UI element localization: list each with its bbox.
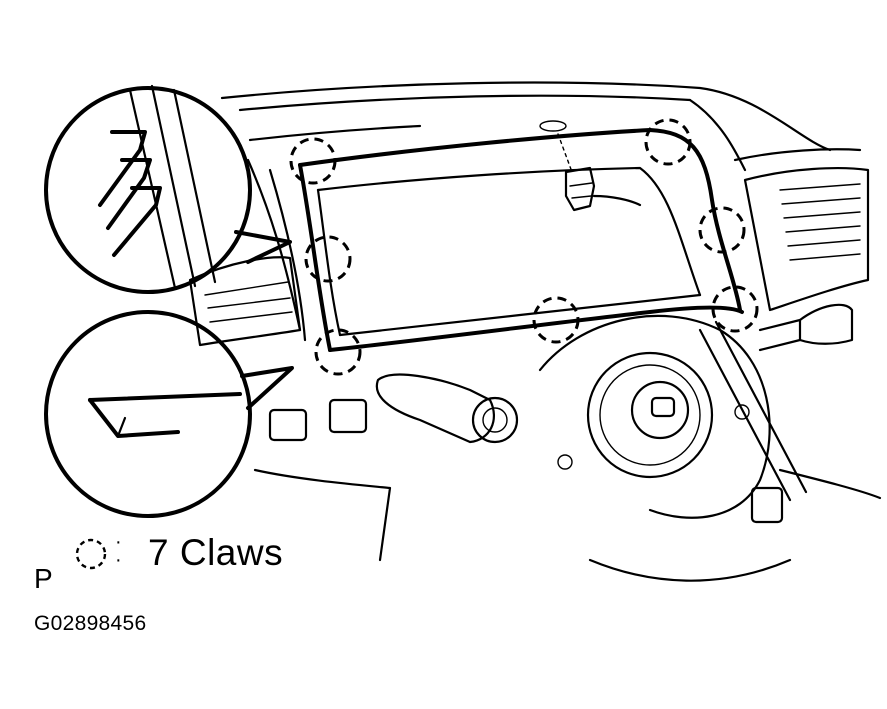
claw-markers: [289, 118, 759, 376]
steering-column: [538, 314, 808, 524]
legend-colon-dot-upper: ·: [115, 531, 122, 553]
clip-fastener: [539, 120, 642, 212]
view-letter: P: [34, 563, 53, 594]
claw-marker-7: [644, 118, 692, 166]
detail-callout-upper: [44, 84, 292, 294]
claw-marker-1: [289, 137, 337, 185]
dashed-circle-icon: [75, 538, 107, 570]
combination-switch-lever: [375, 373, 519, 444]
legend-colon-dot-lower: ·: [115, 549, 122, 571]
cluster-bezel: [298, 128, 744, 352]
detail-callout-lower: [44, 310, 294, 518]
claw-marker-6: [698, 206, 746, 254]
wiper-lever: [758, 303, 854, 352]
claws-count-label: 7 Claws: [148, 532, 284, 573]
claw-marker-3: [314, 328, 362, 376]
figure-code: G02898456: [34, 612, 147, 635]
claw-marker-5: [711, 285, 759, 333]
claw-marker-2: [304, 235, 352, 283]
left-air-vent: [188, 256, 302, 347]
right-air-vent: [743, 167, 870, 312]
claw-marker-4: [532, 296, 580, 344]
lower-dash-details: [253, 398, 882, 582]
instrument-panel-outline: [220, 81, 862, 342]
